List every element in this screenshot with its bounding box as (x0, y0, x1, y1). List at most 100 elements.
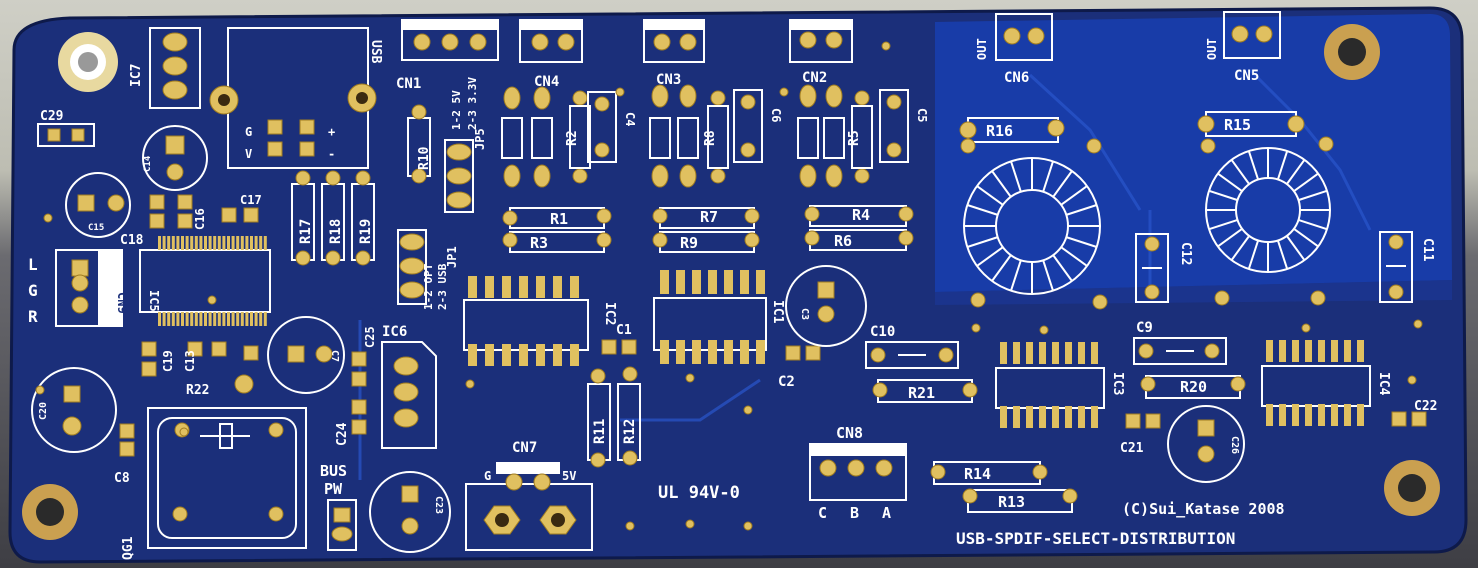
ic-pin (570, 344, 579, 366)
c5-label: C5 (915, 108, 929, 122)
toroid-spoke (1298, 218, 1328, 231)
c29-label: C29 (40, 109, 63, 124)
cn7-label: CN7 (512, 440, 537, 456)
ic-pin (468, 276, 477, 298)
ic-pin (1318, 404, 1325, 426)
r6-label: R6 (834, 232, 852, 250)
toroid-spoke (1286, 235, 1306, 261)
ic-pin (227, 312, 230, 326)
toroid-spoke (1065, 236, 1097, 248)
cn5-label: CN5 (1234, 68, 1259, 84)
c21-label: C21 (1120, 441, 1144, 456)
usb-pin-plus: + (328, 125, 335, 139)
ic-pin (1026, 342, 1033, 364)
r10-label: R10 (417, 146, 432, 170)
toroid-spoke (1286, 159, 1306, 185)
ic-pin (185, 312, 189, 326)
cn2-label: CN2 (802, 70, 827, 86)
r1-label: R1 (550, 210, 568, 228)
usb-label: USB (368, 40, 383, 64)
ic-pin (536, 344, 545, 366)
toroid-spoke (967, 204, 999, 216)
ic-pin (194, 312, 198, 326)
ic-pin (171, 236, 175, 250)
c22-label: C22 (1414, 399, 1437, 414)
ic-pin (724, 270, 733, 294)
ic-pin (1331, 340, 1338, 362)
ic-pin (240, 236, 244, 250)
c24-label: C24 (335, 422, 350, 446)
ic-pin (1331, 404, 1338, 426)
ic-pin (222, 312, 226, 326)
copyright-text: (C)Sui_Katase 2008 (1122, 500, 1285, 518)
r4-label: R4 (852, 206, 870, 224)
cn8-label: CN8 (836, 424, 863, 442)
toroid-spoke (1217, 228, 1243, 248)
ic-pin (676, 340, 685, 364)
jp5-label: JP5 (473, 128, 487, 150)
toroid-spoke (1060, 185, 1088, 206)
ic-pin (231, 312, 235, 326)
ic-pin (259, 236, 263, 250)
c23-label: C23 (433, 496, 444, 514)
c13-label: C13 (183, 350, 197, 372)
toroid-spoke (1230, 235, 1250, 261)
ic-pin (1065, 342, 1072, 364)
ic-pin (263, 236, 267, 250)
out-label-1: OUT (975, 38, 989, 60)
c8-label: C8 (114, 471, 130, 486)
ic-pin (1266, 340, 1273, 362)
ic-pin (263, 312, 267, 326)
c18-label: C18 (120, 233, 144, 248)
toroid-spoke (1208, 218, 1238, 231)
ic-pin (1052, 342, 1059, 364)
toroid-1 (960, 138, 1108, 310)
r14-label: R14 (964, 465, 991, 483)
ic-pin (1357, 404, 1364, 426)
ic-pin (553, 344, 562, 366)
ic-pin (208, 236, 212, 250)
ic3-outline (995, 367, 1105, 409)
toroid-spoke (1065, 204, 1097, 216)
ic-pin (245, 236, 249, 250)
c15-label: C15 (88, 223, 104, 233)
toroid-spoke (1217, 172, 1243, 192)
vias (35, 41, 1423, 531)
ic-pin (176, 312, 180, 326)
jp5-opt1: 1-2 5V (450, 90, 463, 130)
toroid-spoke (1208, 189, 1238, 202)
ic-pin (519, 276, 528, 298)
ic-pin (208, 312, 212, 326)
ic6-label: IC6 (382, 324, 407, 340)
ic-pin (1000, 406, 1007, 428)
ic-pin (162, 236, 166, 250)
toroid-spoke (976, 246, 1004, 267)
ic-pin (176, 236, 180, 250)
ic-pin (502, 276, 511, 298)
toroid-spoke (1042, 259, 1054, 291)
ic-pin (519, 344, 528, 366)
ic7-label: IC7 (129, 64, 144, 87)
ic3-label: IC3 (1110, 372, 1125, 395)
ic-pin (213, 236, 217, 250)
c12-label: C12 (1178, 242, 1193, 265)
c19-label: C19 (161, 350, 175, 372)
channel-group-3 (797, 84, 909, 188)
ic-pin (692, 340, 701, 364)
ic-pin (1344, 404, 1351, 426)
pw-label: PW (324, 480, 343, 498)
c4-label: C4 (623, 112, 637, 126)
ic-pin (740, 340, 749, 364)
ic-pin (236, 236, 240, 250)
ic-pin (676, 270, 685, 294)
c14-label: C14 (143, 155, 153, 172)
ic-pin (536, 276, 545, 298)
ic-pin (1039, 342, 1046, 364)
ic6-outline (381, 341, 437, 449)
toroid-spoke (1247, 240, 1260, 270)
r21-label: R21 (908, 384, 935, 402)
usb-pin-minus: - (328, 147, 335, 161)
ic4-label: IC4 (1376, 372, 1391, 396)
